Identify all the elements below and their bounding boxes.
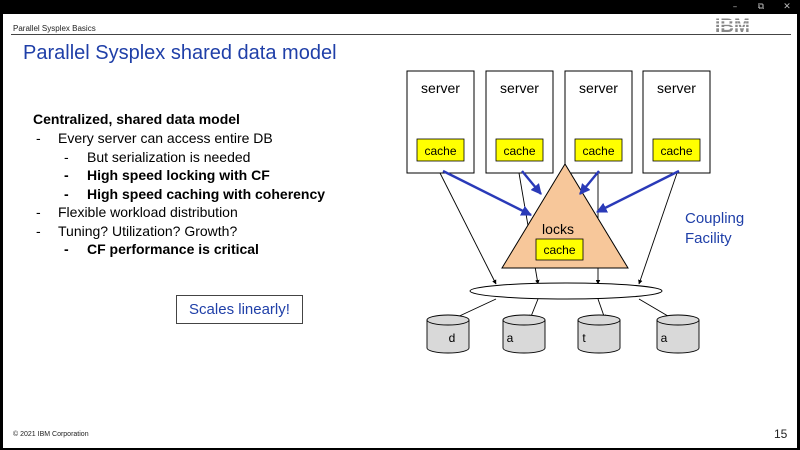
- cache-to-cf-arrow: [521, 170, 542, 195]
- bullet-item: -But serialization is needed: [64, 148, 251, 165]
- server-cache-label: cache: [582, 144, 614, 158]
- server-box: server cache: [485, 70, 554, 174]
- cache-to-cf-arrow: [442, 169, 532, 217]
- bullet-item: -Flexible workload distribution: [36, 204, 238, 220]
- bullet-item: -Every server can access entire DB: [36, 130, 273, 146]
- cf-cache-box: [535, 238, 584, 261]
- close-window-button[interactable]: ✕: [783, 2, 791, 12]
- server-label: server: [657, 80, 696, 96]
- ibm-logo: IBM: [715, 16, 773, 34]
- window-titlebar: – ⧉ ✕: [0, 0, 800, 14]
- server-cache-box: [652, 138, 701, 162]
- bullet-item: -Tuning? Utilization? Growth?: [36, 222, 238, 239]
- sysplex-diagram: server cache server cache server cache s…: [406, 70, 744, 354]
- database-label: d: [449, 331, 456, 345]
- database-label: t: [582, 331, 586, 345]
- server-cache-label: cache: [424, 144, 456, 158]
- server-cache-label: cache: [503, 144, 535, 158]
- restore-window-button[interactable]: ⧉: [757, 2, 765, 12]
- shared-data-bus: [469, 282, 663, 300]
- slide-title: Parallel Sysplex shared data model: [23, 42, 337, 64]
- server-box: server cache: [406, 70, 475, 174]
- bullet-item: -High speed locking with CF: [64, 167, 270, 183]
- server-label: server: [579, 80, 618, 96]
- server-cache-box: [416, 138, 465, 162]
- server-cache-label: cache: [660, 144, 692, 158]
- cf-locks-label: locks: [542, 221, 574, 237]
- bullet-heading: Centralized, shared data model: [33, 111, 240, 127]
- server-label: server: [500, 80, 539, 96]
- server-db-link: [638, 172, 678, 285]
- coupling-facility-triangle: [501, 163, 629, 269]
- cf-caption-line2: Facility: [685, 230, 732, 247]
- footer-copyright: © 2021 IBM Corporation: [13, 431, 89, 438]
- database-cylinder: d: [426, 314, 470, 354]
- minimize-window-button[interactable]: –: [732, 2, 738, 12]
- cache-to-cf-arrow: [579, 170, 600, 195]
- server-box: server cache: [564, 70, 633, 174]
- cf-cache-label: cache: [543, 243, 575, 257]
- header-divider: [11, 34, 791, 35]
- server-box: server cache: [642, 70, 711, 174]
- bullet-list: Centralized, shared data model -Every se…: [33, 110, 403, 259]
- scales-linearly-callout: Scales linearly!: [176, 295, 303, 324]
- database-label: a: [661, 331, 668, 345]
- page-number: 15: [774, 427, 788, 441]
- server-cache-box: [574, 138, 623, 162]
- database-cylinder: t: [577, 314, 621, 354]
- cache-to-cf-arrow: [596, 169, 680, 214]
- bullet-item: -CF performance is critical: [64, 241, 259, 257]
- server-cache-box: [495, 138, 544, 162]
- deck-title: Parallel Sysplex Basics: [13, 24, 96, 33]
- database-label: a: [507, 331, 514, 345]
- cf-caption-line1: Coupling: [685, 210, 744, 227]
- database-cylinder: a: [502, 314, 546, 354]
- database-cylinder: a: [656, 314, 700, 354]
- bullet-item: -High speed caching with coherency: [64, 185, 326, 202]
- server-db-link: [439, 172, 497, 285]
- presentation-slide: Parallel Sysplex Basics IBM Parallel Sys…: [3, 14, 797, 448]
- server-label: server: [421, 80, 460, 96]
